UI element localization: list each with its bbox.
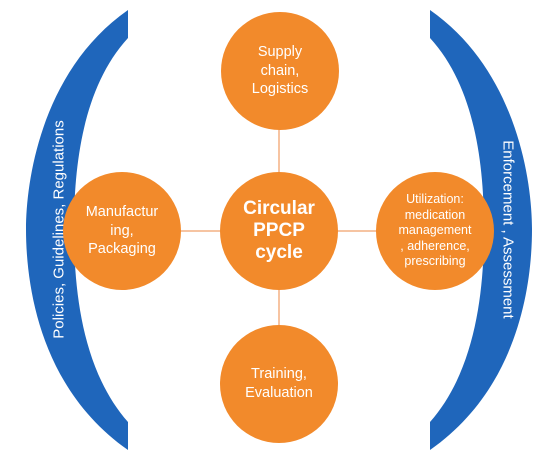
node-training: Training, Evaluation <box>220 325 338 443</box>
left-bracket <box>26 10 128 450</box>
node-supply-chain: Supply chain, Logistics <box>221 12 339 130</box>
node-manufacturing-label: Manufactur ing, Packaging <box>85 204 159 258</box>
right-bracket <box>430 10 532 450</box>
center-cycle-label: Circular PPCP cycle <box>243 198 315 263</box>
node-manufacturing: Manufactur ing, Packaging <box>63 172 181 290</box>
node-utilization: Utilization: medication management , adh… <box>376 172 494 290</box>
right-bracket-label: Enforcement , Assessment <box>499 140 517 319</box>
node-center-cycle: Circular PPCP cycle <box>220 172 338 290</box>
node-training-label: Training, Evaluation <box>245 366 313 401</box>
node-utilization-label: Utilization: medication management , adh… <box>398 191 472 269</box>
node-supply-chain-label: Supply chain, Logistics <box>251 44 309 98</box>
